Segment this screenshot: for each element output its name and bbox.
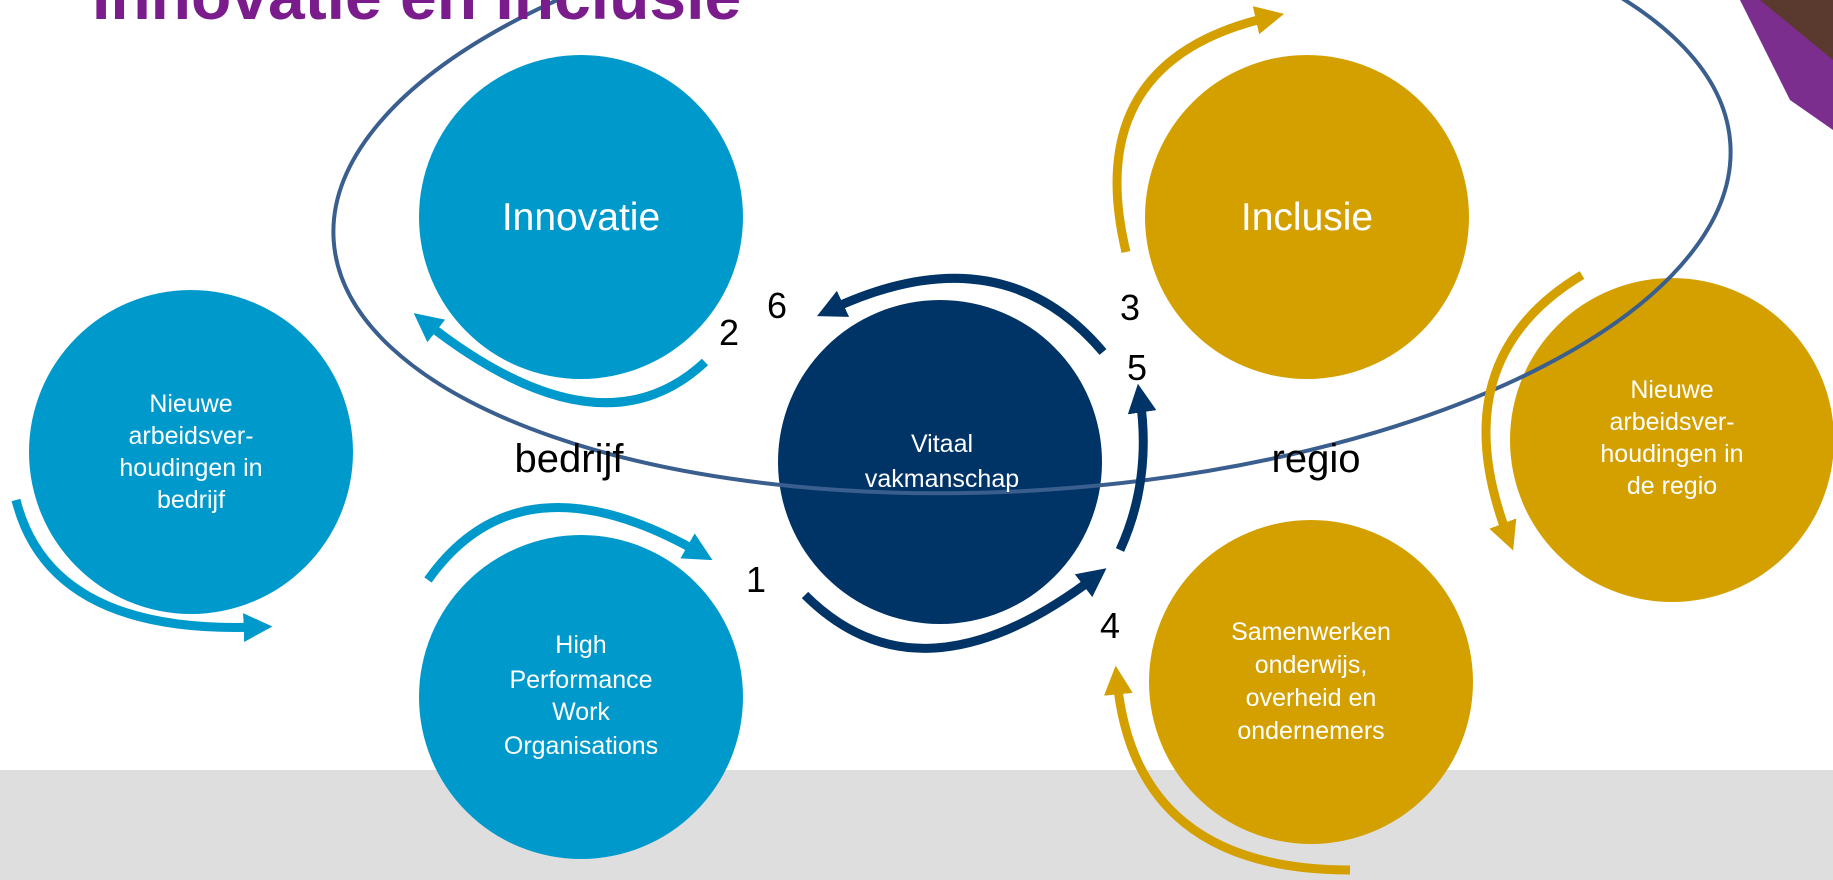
blue-arrow-hpwo-icon — [424, 503, 713, 583]
side-label-regio: regio — [1272, 437, 1361, 481]
vitaal-circle — [778, 300, 1102, 624]
navy-arrow-bottom-icon — [801, 568, 1107, 653]
gold-arrow-inclusie-icon — [1112, 6, 1285, 254]
nieuwe-regio-label: Nieuwe arbeidsver- houdingen in de regio — [1600, 376, 1743, 500]
step-number-6: 6 — [767, 285, 787, 326]
samenwerken-label: Samenwerken onderwijs, overheid en onder… — [1231, 618, 1391, 745]
nieuwe-regio-circle — [1510, 278, 1833, 602]
nieuwe-bedrijf-label: Nieuwe arbeidsver- houdingen in bedrijf — [119, 390, 262, 514]
svg-text:arbeidsver-: arbeidsver- — [1609, 408, 1734, 436]
svg-text:Nieuwe: Nieuwe — [149, 390, 232, 418]
step-number-4: 4 — [1100, 605, 1120, 646]
brand-logo-icon — [1740, 0, 1833, 130]
scope-ellipse — [331, 0, 1733, 496]
svg-text:houdingen in: houdingen in — [1600, 440, 1743, 468]
svg-text:Work: Work — [552, 698, 610, 726]
step-number-1: 1 — [746, 559, 766, 600]
svg-text:houdingen in: houdingen in — [119, 454, 262, 482]
footer-band — [0, 770, 1833, 880]
svg-text:ondernemers: ondernemers — [1237, 717, 1384, 745]
svg-text:onderwijs,: onderwijs, — [1255, 651, 1368, 679]
svg-text:overheid en: overheid en — [1246, 684, 1377, 712]
gold-arrow-samenwerken-icon — [1104, 665, 1351, 875]
svg-text:Organisations: Organisations — [504, 732, 658, 760]
inclusie-label: Inclusie — [1241, 196, 1373, 239]
innovatie-label: Innovatie — [502, 196, 660, 239]
svg-text:Performance: Performance — [509, 666, 652, 694]
blue-arrow-innovatie-icon — [413, 313, 709, 408]
navy-arrow-top-icon — [816, 273, 1107, 355]
step-number-2: 2 — [719, 312, 739, 353]
svg-text:arbeidsver-: arbeidsver- — [128, 422, 253, 450]
svg-text:Nieuwe: Nieuwe — [1630, 376, 1713, 404]
hpwo-circle — [419, 535, 743, 859]
navy-arrow-right-icon — [1115, 383, 1157, 552]
svg-text:vakmanschap: vakmanschap — [865, 465, 1019, 493]
samenwerken-circle — [1149, 520, 1473, 844]
svg-text:Samenwerken: Samenwerken — [1231, 618, 1391, 646]
blue-arrow-left-icon — [11, 498, 273, 642]
svg-text:bedrijf: bedrijf — [157, 486, 225, 514]
inclusie-circle — [1145, 55, 1469, 379]
svg-text:High: High — [555, 631, 606, 659]
hpwo-label: High Performance Work Organisations — [504, 631, 658, 760]
svg-text:de regio: de regio — [1627, 472, 1717, 500]
step-number-5: 5 — [1127, 347, 1147, 388]
page-title: Innovatie en Inclusie — [92, 0, 741, 34]
side-label-bedrijf: bedrijf — [515, 437, 625, 481]
innovatie-circle — [419, 55, 743, 379]
nieuwe-bedrijf-circle — [29, 290, 353, 614]
vitaal-label: Vitaal vakmanschap — [865, 430, 1019, 493]
gold-arrow-regio-icon — [1481, 271, 1585, 551]
svg-text:Vitaal: Vitaal — [911, 430, 973, 458]
step-number-3: 3 — [1120, 287, 1140, 328]
